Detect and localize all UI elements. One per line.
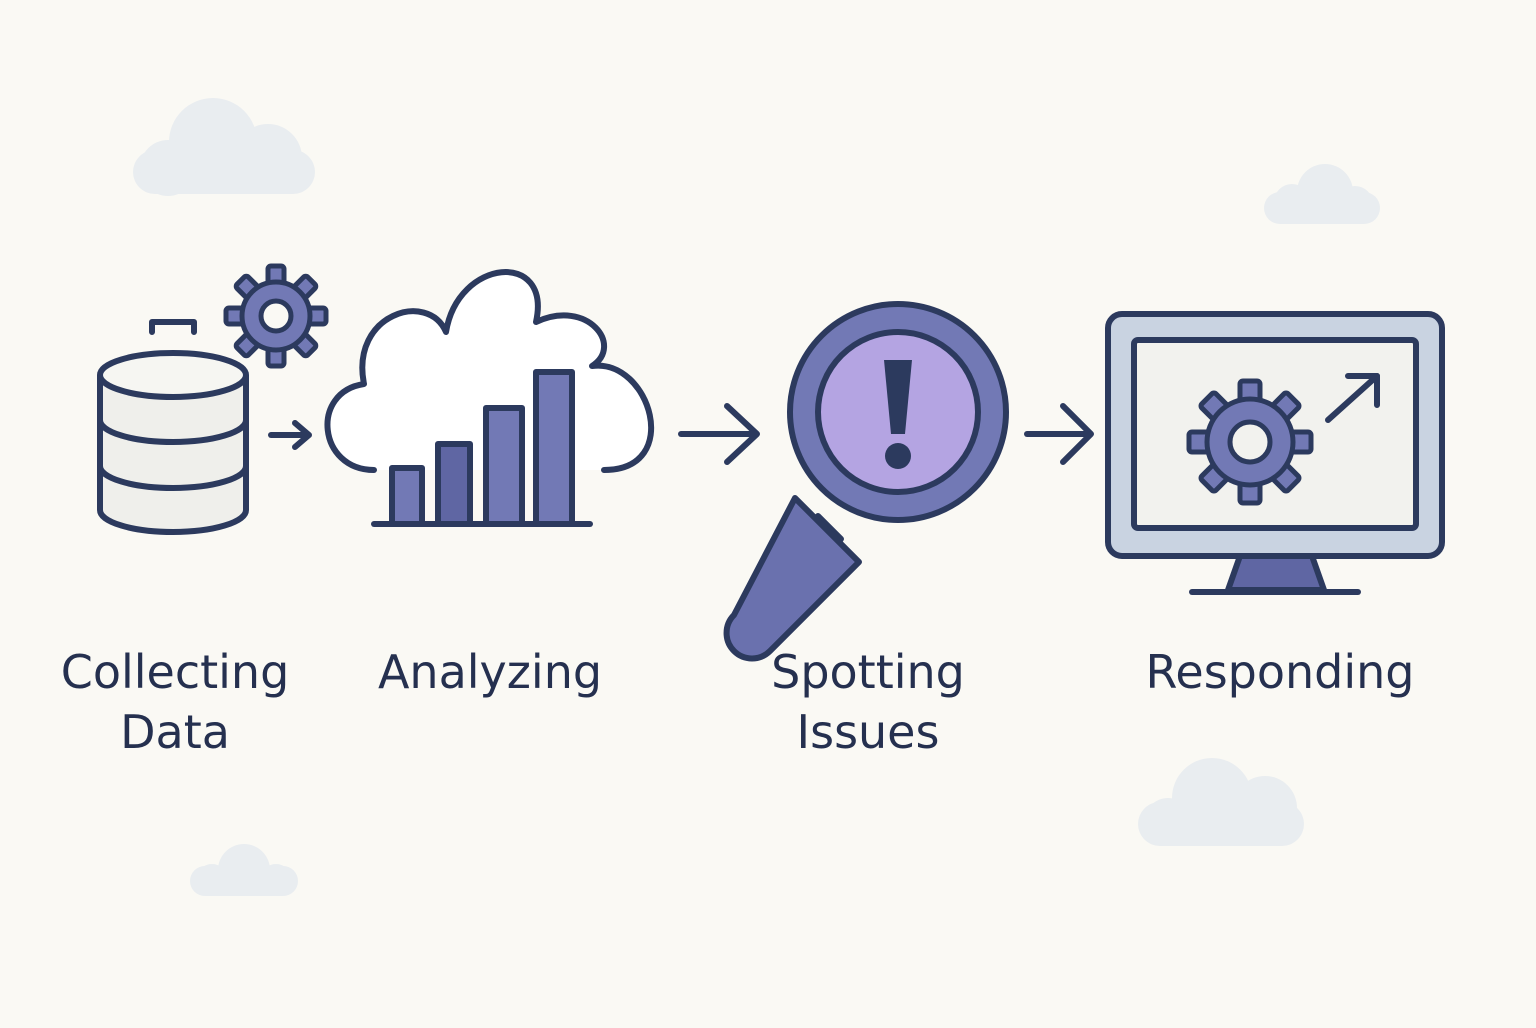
step-label-collecting: Collecting Data xyxy=(55,642,295,762)
gear-icon xyxy=(1186,378,1314,506)
step-label-spotting: Spotting Issues xyxy=(758,642,978,762)
step-label-responding: Responding xyxy=(1130,642,1430,702)
bg-cloud-bottom-right xyxy=(1138,758,1304,846)
exclamation-icon xyxy=(884,360,912,469)
bg-cloud-bottom-left xyxy=(190,844,298,896)
step-label-analyzing: Analyzing xyxy=(360,642,620,702)
arrow-right-icon xyxy=(268,420,312,450)
arrow-right-icon xyxy=(678,403,760,465)
arrow-up-right-icon xyxy=(1325,373,1380,423)
step-label-spotting-line1: Spotting xyxy=(771,645,965,699)
bg-cloud-top-left xyxy=(133,98,315,196)
step-label-spotting-line2: Issues xyxy=(796,705,940,759)
bg-cloud-top-right xyxy=(1264,164,1380,224)
gear-icon xyxy=(223,263,329,369)
bar-chart-icon xyxy=(371,369,593,527)
step-label-collecting-line1: Collecting xyxy=(60,645,290,699)
background-clouds xyxy=(133,98,1380,896)
step-label-responding-line1: Responding xyxy=(1145,645,1415,699)
step-label-analyzing-line1: Analyzing xyxy=(377,645,603,699)
magnifier-icon xyxy=(723,301,1009,662)
arrow-right-icon xyxy=(1024,403,1094,465)
database-icon xyxy=(97,319,249,535)
step-label-collecting-line2: Data xyxy=(120,705,230,759)
